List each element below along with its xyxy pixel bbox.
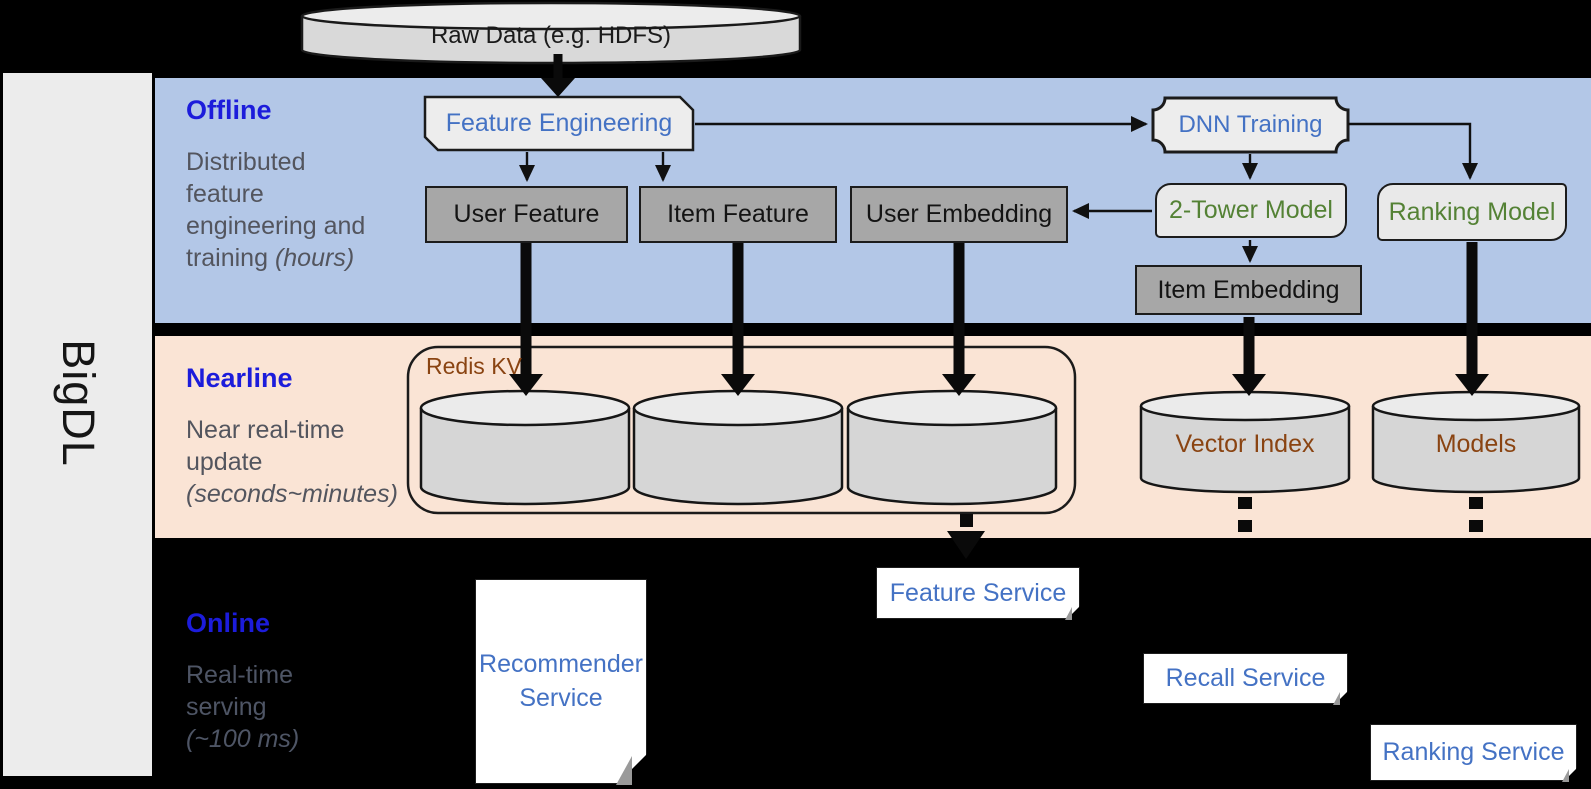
vector-index-cylinder [1139, 390, 1351, 494]
redis-cylinder-1 [419, 389, 631, 506]
recommender-service-node: Recommender Service [475, 579, 648, 785]
feature-service-node: Feature Service [876, 567, 1081, 620]
bigdl-sidebar: BigDL [3, 73, 152, 776]
nearline-title: Nearline [186, 363, 293, 393]
offline-desc-line: Distributed [186, 148, 306, 176]
recall-service-node: Recall Service [1143, 653, 1349, 705]
thick-arrowheads [509, 374, 1489, 396]
user-embedding-node: User Embedding [850, 186, 1068, 243]
dnn-training-shape [1151, 96, 1350, 154]
offline-zone-label: Offline Distributed feature engineering … [186, 95, 365, 274]
online-desc-line: serving [186, 693, 267, 721]
online-desc-line: (~100 ms) [186, 725, 300, 753]
feature-engineering-label: Feature Engineering [445, 109, 673, 137]
item-feature-node: Item Feature [639, 186, 837, 243]
nearline-zone-label: Nearline Near real-time update (seconds~… [186, 363, 398, 510]
vector-index-label: Vector Index [1175, 429, 1315, 458]
dnn-training-label: DNN Training [1178, 111, 1323, 138]
offline-desc-line: feature [186, 180, 264, 208]
raw-data-label: Raw Data (e.g. HDFS) [430, 22, 672, 49]
arrow-dnn-to-ranking-model [1348, 122, 1478, 180]
nearline-desc-line: (seconds~minutes) [186, 480, 398, 508]
offline-title: Offline [186, 95, 272, 125]
raw-data-cylinder [300, 1, 802, 65]
dashed-drop-vector-index [1238, 497, 1252, 532]
nearline-desc-line: update [186, 448, 263, 476]
redis-cylinder-2 [632, 389, 844, 506]
online-desc-line: Real-time [186, 661, 293, 689]
models-label: Models [1435, 429, 1517, 458]
feature-engineering-shape [423, 95, 695, 152]
redis-kv-label: Redis KV [426, 353, 522, 379]
online-title: Online [186, 608, 271, 638]
offline-desc-line: training (hours) [186, 244, 355, 272]
item-embedding-node: Item Embedding [1135, 265, 1362, 315]
user-feature-node: User Feature [425, 186, 628, 243]
dashed-arrow-to-feature-service [947, 514, 985, 559]
online-zone-label: Online Real-time serving (~100 ms) [186, 608, 299, 755]
redis-cylinder-3 [846, 389, 1058, 506]
models-cylinder [1371, 390, 1581, 494]
dashed-drop-models [1469, 497, 1483, 532]
two-tower-model-node: 2-Tower Model [1155, 183, 1347, 238]
arrow-rawdata-to-fe [541, 54, 575, 97]
thick-arrows [520, 242, 1478, 376]
offline-desc-line: engineering and [186, 212, 366, 240]
ranking-service-node: Ranking Service [1370, 724, 1578, 782]
ranking-model-node: Ranking Model [1377, 183, 1567, 241]
nearline-desc-line: Near real-time [186, 416, 345, 444]
